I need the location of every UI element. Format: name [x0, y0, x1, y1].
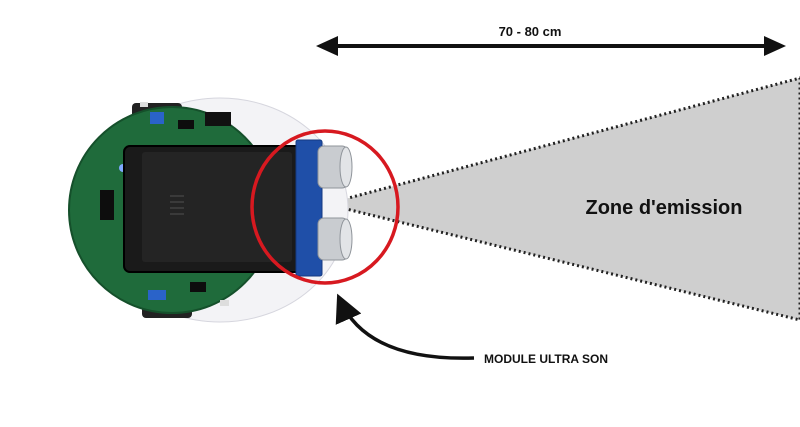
module-label: MODULE ULTRA SON	[484, 352, 608, 366]
robot	[68, 97, 353, 323]
highlight-ring	[250, 129, 400, 285]
pointer-arrow	[335, 293, 475, 360]
range-label: 70 - 80 cm	[499, 24, 562, 39]
ultrasonic-board	[295, 139, 323, 277]
battery-ribs	[170, 195, 184, 215]
zone-label: Zone d'emission	[585, 197, 742, 219]
range-arrow	[316, 36, 786, 56]
battery-pack-top	[142, 152, 292, 262]
ultrasonic-transducer-bottom	[317, 217, 353, 261]
emission-zone-cone	[325, 76, 800, 322]
ultrasonic-transducer-top	[317, 145, 353, 189]
pcb-components	[100, 102, 231, 306]
